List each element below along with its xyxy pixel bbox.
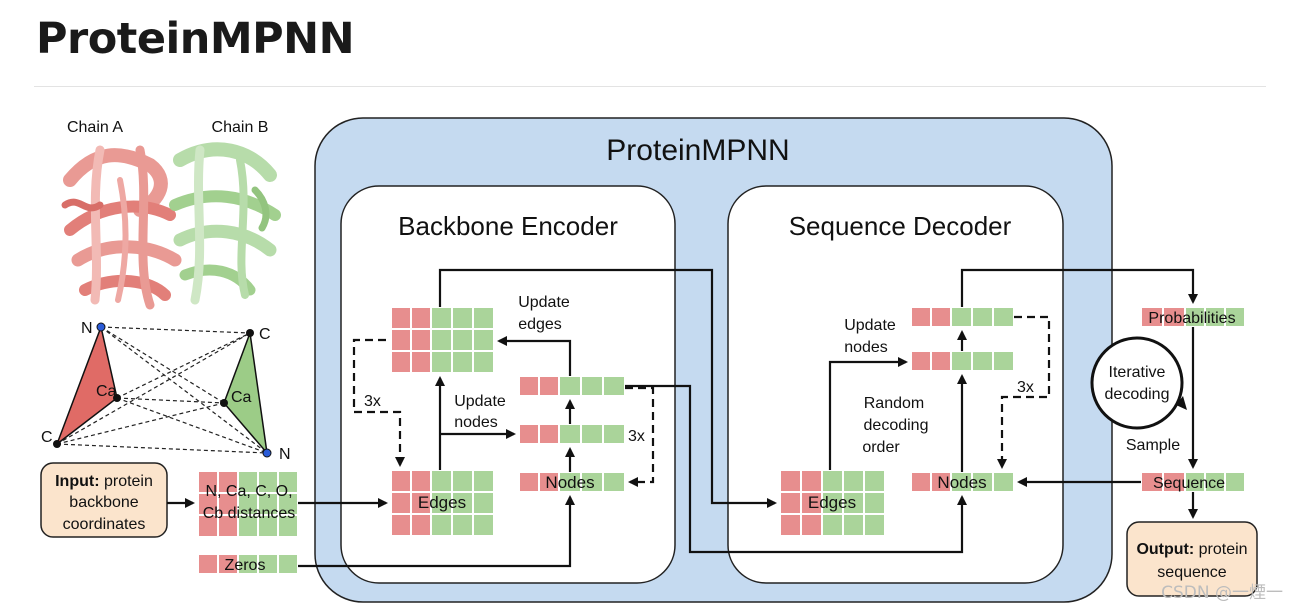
iterative-label-2: decoding	[1105, 386, 1170, 403]
input-text-2: backbone	[69, 494, 138, 511]
sequence-row	[1140, 471, 1246, 493]
sequence-decoder-title: Sequence Decoder	[789, 211, 1012, 241]
chain-b-structure	[169, 142, 281, 305]
input-box: Input: protein backbone coordinates	[40, 462, 168, 538]
chain-a-structure	[61, 145, 182, 310]
repeat-loops	[352, 315, 1051, 487]
output-text-2: sequence	[1157, 564, 1226, 581]
decoder-random-2: decoding	[864, 417, 929, 434]
sequence-decoder-panel	[727, 185, 1064, 584]
encoder-update-edges-1: Update	[518, 294, 570, 311]
page-heading: ProteinMPNN	[36, 14, 355, 64]
iterative-decoding-loop	[1090, 336, 1184, 430]
atom-label-n2: N	[279, 446, 291, 463]
atom-label-ca2: Ca	[231, 389, 252, 406]
heading-divider	[34, 86, 1266, 87]
proteinmpnn-title: ProteinMPNN	[606, 134, 789, 167]
encoder-repeat-right: 3x	[628, 428, 645, 445]
backbone-encoder-title: Backbone Encoder	[398, 211, 618, 241]
encoder-node-row-mid	[518, 423, 626, 445]
encoder-repeat-left: 3x	[364, 393, 381, 410]
backbone-geometry: N Ca C C Ca N	[41, 320, 291, 463]
encoder-update-nodes-1: Update	[454, 393, 506, 410]
zeros-block: Zeros	[197, 553, 299, 575]
output-box: Output: protein sequence	[1126, 521, 1258, 597]
encoder-edges-grid-top	[390, 306, 495, 374]
decoder-repeat: 3x	[1017, 379, 1034, 396]
svg-text:Output: protein: Output: protein	[1136, 541, 1247, 558]
atom-label-c1: C	[41, 429, 53, 446]
chain-b-label: Chain B	[212, 119, 269, 136]
decoder-nodes-label: Nodes	[937, 473, 986, 492]
decoder-edges-label: Edges	[808, 493, 856, 512]
chain-a-label: Chain A	[67, 119, 123, 136]
loop-arrowhead	[1176, 396, 1187, 410]
encoder-update-edges-2: edges	[518, 316, 562, 333]
output-title: Output:	[1136, 541, 1194, 558]
zeros-label: Zeros	[225, 557, 266, 574]
decoder-random-3: order	[862, 439, 900, 456]
csdn-watermark: CSDN @一煙一	[1161, 583, 1283, 603]
decoder-node-row-top	[910, 306, 1015, 328]
svg-text:Input: protein: Input: protein	[55, 473, 153, 490]
distance-features: N, Ca, C, O, Cb distances	[197, 470, 299, 538]
distances-line-1: N, Ca, C, O,	[205, 483, 292, 500]
flow-arrows	[167, 268, 1198, 568]
encoder-nodes-row	[518, 471, 626, 493]
probabilities-label: Probabilities	[1148, 310, 1235, 327]
decoder-update-nodes-2: nodes	[844, 339, 888, 356]
sample-label: Sample	[1126, 437, 1180, 454]
encoder-update-nodes-2: nodes	[454, 414, 498, 431]
distances-line-2: Cb distances	[203, 505, 296, 522]
encoder-edges-grid	[390, 469, 495, 537]
sequence-label: Sequence	[1153, 475, 1225, 492]
encoder-edges-label: Edges	[418, 493, 466, 512]
probabilities-row	[1140, 306, 1246, 328]
decoder-nodes-row	[910, 471, 1015, 493]
atom-label-n1: N	[81, 320, 93, 337]
encoder-nodes-label: Nodes	[545, 473, 594, 492]
output-text-1: protein	[1194, 541, 1247, 558]
atom-label-c2: C	[259, 326, 271, 343]
decoder-node-row-mid	[910, 350, 1015, 372]
input-text-1: protein	[100, 473, 153, 490]
input-title: Input:	[55, 473, 99, 490]
iterative-label-1: Iterative	[1109, 364, 1166, 381]
input-text-3: coordinates	[63, 516, 146, 533]
atom-label-ca1: Ca	[96, 383, 117, 400]
decoder-edges-grid	[779, 469, 886, 537]
decoder-random-1: Random	[864, 395, 924, 412]
decoder-update-nodes-1: Update	[844, 317, 896, 334]
encoder-node-row-top	[518, 375, 626, 397]
